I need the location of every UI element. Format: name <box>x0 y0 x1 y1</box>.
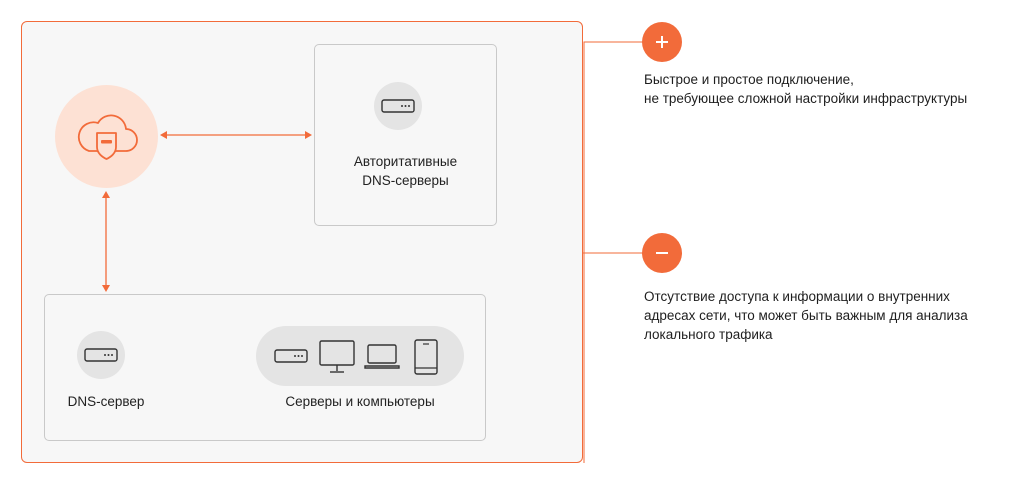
devices-label: Серверы и компьютеры <box>285 394 435 409</box>
server-icon <box>84 348 118 362</box>
minus-icon <box>656 252 668 254</box>
plus-icon <box>656 36 668 48</box>
phone-icon <box>414 339 438 375</box>
advantage-text: Быстрое и простое подключение, не требую… <box>644 72 968 106</box>
auth-server-node <box>374 82 422 130</box>
authoritative-dns-box: Авторитативные DNS-серверы <box>314 44 497 226</box>
server-icon <box>274 349 308 363</box>
cloud-shield-icon <box>77 114 138 160</box>
disadvantage-text: Отсутствие доступа к информации о внутре… <box>644 289 968 342</box>
dns-server-node <box>77 331 125 379</box>
cloud-dns-node <box>55 85 158 188</box>
dns-server-label: DNS-сервер <box>67 394 145 409</box>
disadvantage-bullet <box>642 233 682 273</box>
arrow-cloud-auth <box>160 131 312 139</box>
auth-dns-label: Авторитативные DNS-серверы <box>353 154 458 188</box>
server-icon <box>381 99 415 113</box>
advantage-bullet <box>642 22 682 62</box>
arrow-cloud-local <box>102 191 110 292</box>
devices-group <box>256 326 464 386</box>
monitor-icon <box>319 340 355 373</box>
laptop-icon <box>364 344 400 369</box>
